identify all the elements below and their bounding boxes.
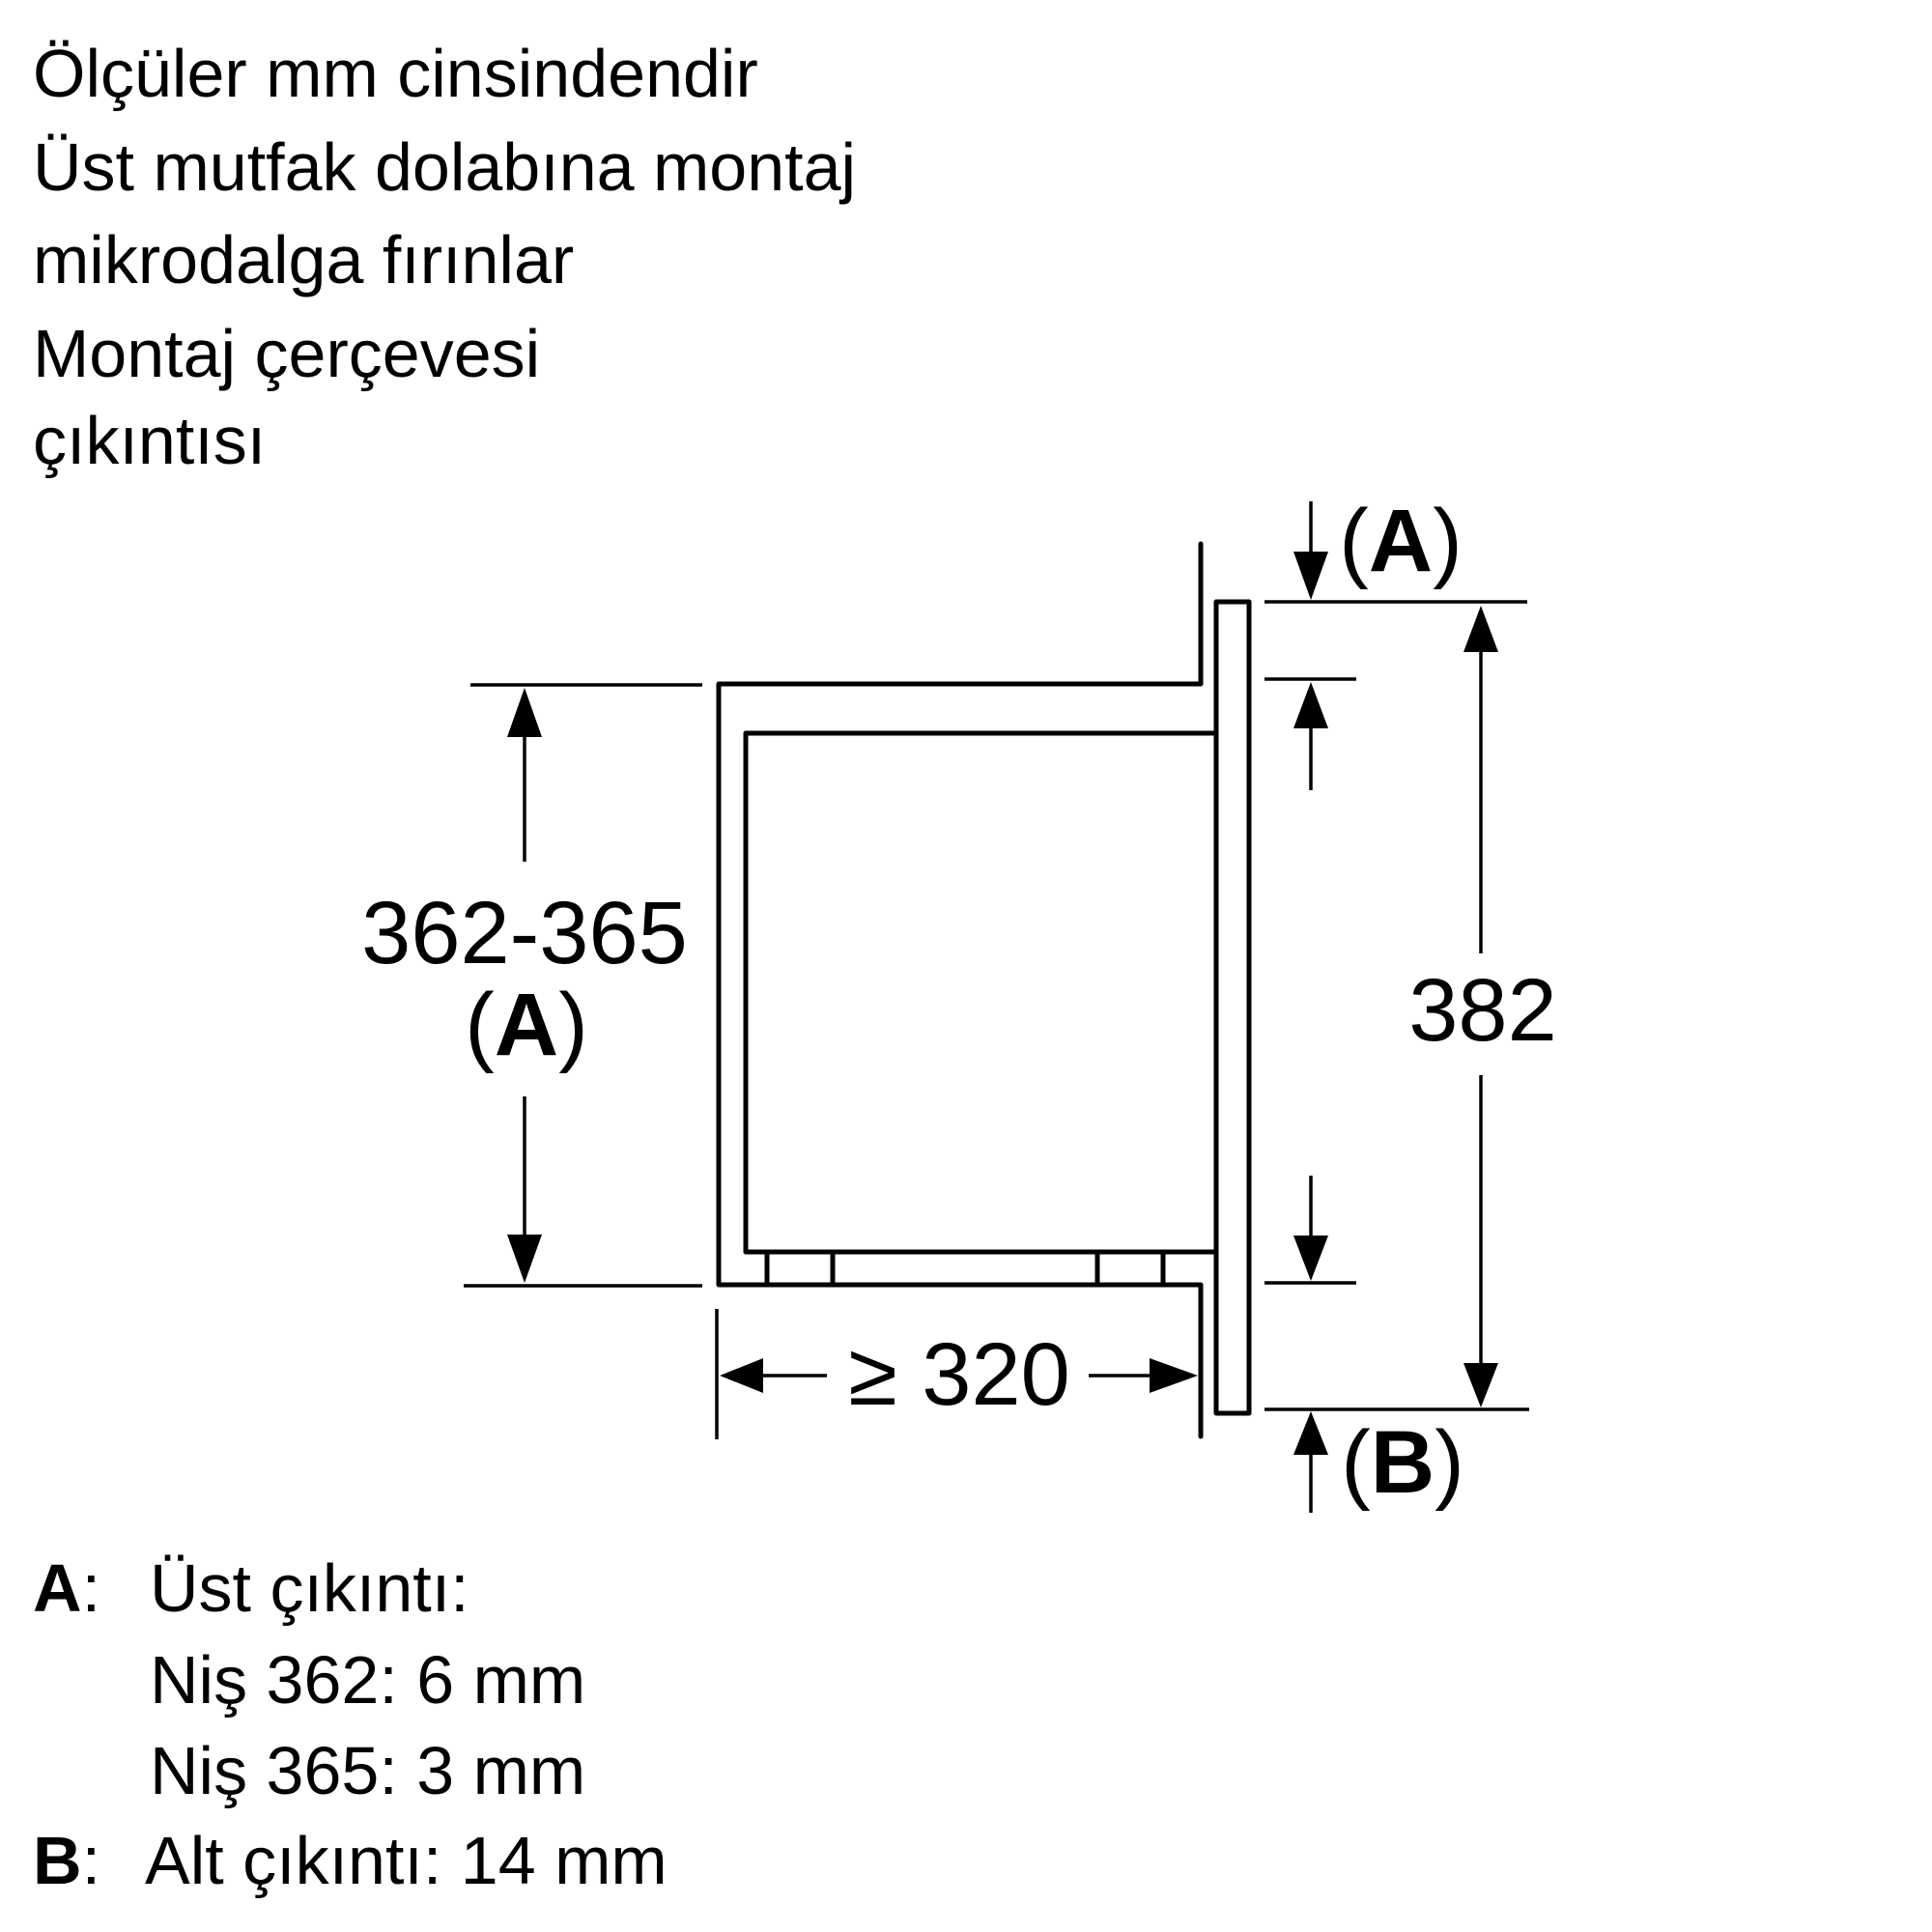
legend: A: Üst çıkıntı: Niş 362: 6 mm Niş 365: 3… bbox=[33, 1550, 668, 1898]
cabinet-wall-upper bbox=[716, 541, 1204, 1439]
header-line-1: Ölçüler mm cinsindendir bbox=[33, 36, 758, 111]
dim-bottom-overhang-ref: (B) bbox=[1341, 1413, 1464, 1512]
legend-a-key: A bbox=[33, 1550, 82, 1626]
dim-niche-height-value: 362-365 bbox=[361, 884, 688, 982]
arrow-down-icon bbox=[1293, 552, 1328, 600]
arrow-up-icon bbox=[507, 688, 542, 737]
appliance-foot-left bbox=[764, 1249, 836, 1288]
header-line-3: mikrodalga fırınlar bbox=[33, 222, 574, 298]
legend-a-item-2: Niş 365: 3 mm bbox=[150, 1733, 585, 1808]
header-line-2: Üst mutfak dolabına montaj bbox=[33, 129, 856, 205]
arrow-up-icon bbox=[1293, 682, 1328, 728]
header-text: Ölçüler mm cinsindendir Üst mutfak dolab… bbox=[33, 36, 856, 478]
arrow-right-icon bbox=[1150, 1358, 1198, 1393]
mounting-frame bbox=[1213, 599, 1252, 1416]
legend-a-item-1: Niş 362: 6 mm bbox=[150, 1642, 585, 1718]
legend-b-key: B bbox=[33, 1823, 82, 1898]
legend-a-row: A: bbox=[33, 1550, 100, 1626]
arrow-up-icon bbox=[1293, 1411, 1328, 1455]
appliance-foot-right bbox=[1094, 1249, 1166, 1288]
appliance-outline bbox=[743, 730, 1214, 1255]
appliance-body bbox=[743, 730, 1214, 1288]
niche-outline bbox=[716, 541, 1204, 1439]
header-line-4: Montaj çerçevesi bbox=[33, 316, 540, 391]
arrow-up-icon bbox=[1463, 606, 1498, 652]
legend-b-row: B: bbox=[33, 1823, 100, 1898]
arrow-left-icon bbox=[720, 1358, 763, 1393]
dim-niche-depth bbox=[715, 1309, 1151, 1439]
arrow-down-icon bbox=[1463, 1363, 1498, 1407]
header-line-5: çıkıntısı bbox=[33, 403, 266, 478]
legend-b-label: Alt çıkıntı: 14 mm bbox=[145, 1823, 668, 1898]
arrow-down-icon bbox=[1293, 1236, 1328, 1281]
dim-niche-height bbox=[464, 683, 702, 1288]
dim-right-lines bbox=[1264, 501, 1529, 1513]
dim-frame-height-value: 382 bbox=[1408, 961, 1557, 1060]
arrow-down-icon bbox=[507, 1235, 542, 1283]
dim-top-overhang-ref: (A) bbox=[1339, 492, 1463, 590]
dim-niche-height-ref: (A) bbox=[465, 976, 588, 1074]
dim-niche-depth-label: ≥ 320 bbox=[848, 1325, 1070, 1424]
legend-a-label: Üst çıkıntı: bbox=[150, 1550, 469, 1626]
